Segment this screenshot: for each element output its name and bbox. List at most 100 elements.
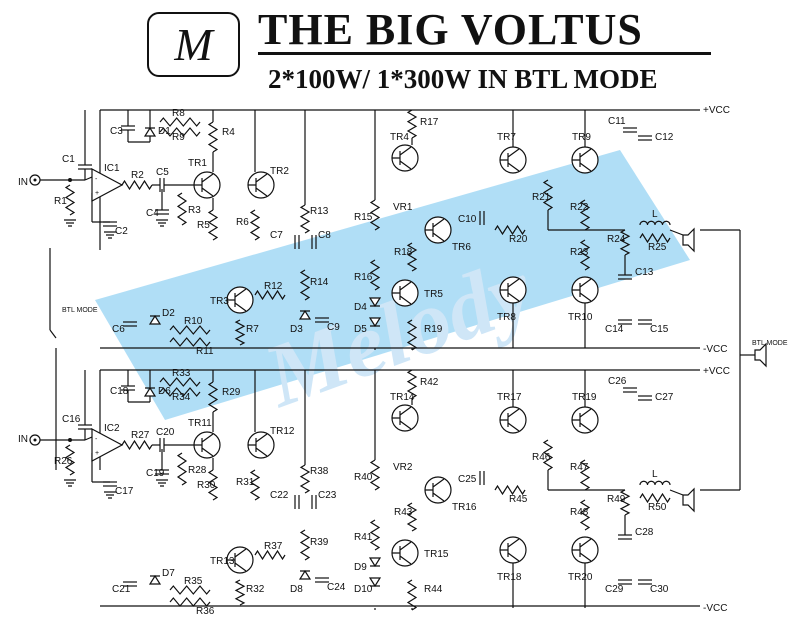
transistor-label: TR1	[188, 158, 207, 169]
transistor-leads	[500, 278, 520, 302]
resistor-label: R12	[264, 281, 283, 292]
resistor-label: R19	[424, 324, 443, 335]
resistor-label: R44	[424, 584, 443, 595]
resistor-label: R38	[310, 466, 329, 477]
resistor-symbol	[254, 289, 286, 301]
opamp-label: IC1	[104, 163, 120, 174]
resistor-label: R26	[54, 456, 73, 467]
schematic-wires	[40, 109, 755, 610]
transistor-label: TR19	[572, 392, 597, 403]
opamp-symbol	[91, 428, 124, 462]
ground-symbol	[64, 219, 76, 227]
inductor-symbol	[639, 480, 671, 486]
diode-label: D2	[162, 308, 175, 319]
potentiometer-label: VR1	[393, 202, 413, 213]
resistor-symbol	[369, 259, 381, 291]
transistor-leads	[425, 218, 445, 242]
transistor-leads	[500, 538, 520, 562]
resistor-label: R27	[131, 430, 150, 441]
watermark-band	[95, 150, 690, 420]
transistor-label: TR16	[452, 502, 477, 513]
capacitor-label: C16	[62, 414, 81, 425]
resistor-symbol	[234, 319, 246, 346]
resistor-label: R14	[310, 277, 329, 288]
input-jack-pin	[33, 178, 37, 182]
potentiometer-label: VR2	[393, 462, 413, 473]
wire	[84, 436, 93, 441]
resistor-label: R35	[184, 576, 203, 587]
resistor-symbol	[299, 204, 311, 234]
resistor-label: R15	[354, 212, 373, 223]
transistor-leads	[392, 281, 412, 305]
diode-symbol	[368, 297, 382, 308]
resistor-symbol	[121, 439, 153, 451]
btl-switch-label: BTL MODE	[62, 307, 98, 314]
resistor-label: R32	[246, 584, 265, 595]
transistor-label: TR15	[424, 549, 449, 560]
capacitor-label: C9	[327, 322, 340, 333]
diode-symbol	[148, 314, 162, 325]
capacitor-label: C19	[146, 468, 165, 479]
diode-symbol	[368, 557, 382, 568]
transistor-label: TR9	[572, 132, 591, 143]
diode-label: D5	[354, 324, 367, 335]
logo-letter: M	[174, 19, 213, 70]
transistor-label: TR20	[568, 572, 593, 583]
resistor-label: R45	[509, 494, 528, 505]
rail-label-vcc-top: +VCC	[703, 105, 730, 116]
page-title: THE BIG VOLTUS	[258, 5, 643, 54]
capacitor-label: C18	[110, 386, 129, 397]
resistor-symbol	[254, 549, 286, 561]
resistor-symbol	[579, 499, 591, 531]
capacitor-label: C11	[608, 116, 626, 127]
diode-symbol	[298, 569, 312, 580]
transistor-leads	[248, 433, 268, 457]
capacitor-label: C27	[655, 392, 674, 403]
resistor-symbol	[639, 492, 671, 504]
capacitor-label: C30	[650, 584, 669, 595]
resistor-label: R42	[420, 377, 439, 388]
resistor-symbol	[169, 597, 211, 607]
resistor-label: R8	[172, 108, 185, 119]
capacitor-label: C23	[318, 490, 337, 501]
transistor-leads	[194, 433, 214, 457]
opamp-plus: +	[95, 190, 99, 197]
resistor-symbol	[494, 484, 526, 496]
resistor-symbol	[169, 585, 211, 595]
resistor-symbol	[159, 127, 201, 137]
inductor-label: L	[652, 469, 658, 480]
resistor-label: R9	[172, 132, 185, 143]
resistor-symbol	[176, 452, 188, 486]
resistor-symbol	[207, 209, 219, 241]
schematic-parts	[29, 109, 767, 611]
resistor-label: R13	[310, 206, 329, 217]
resistor-symbol	[494, 224, 526, 236]
resistor-symbol	[369, 459, 381, 491]
diode-symbol	[368, 577, 382, 588]
transistor-leads	[194, 173, 214, 197]
capacitor-label: C10	[458, 214, 477, 225]
capacitor-label: C24	[327, 582, 346, 593]
diode-symbol	[148, 574, 162, 585]
page-subtitle: 2*100W/ 1*300W IN BTL MODE	[268, 64, 658, 94]
resistor-label: R24	[607, 234, 626, 245]
capacitor-label: C7	[270, 230, 283, 241]
ground-symbol	[104, 231, 116, 239]
resistor-label: R4	[222, 127, 235, 138]
resistor-label: R7	[246, 324, 259, 335]
capacitor-label: C26	[608, 376, 627, 387]
input-label-1: IN	[18, 177, 28, 188]
resistor-symbol	[249, 209, 261, 241]
transistor-label: TR13	[210, 556, 235, 567]
diode-symbol	[143, 386, 157, 397]
resistor-label: R36	[196, 606, 215, 617]
resistor-label: R39	[310, 537, 329, 548]
resistor-symbol	[406, 242, 418, 272]
resistor-label: R50	[648, 502, 667, 513]
resistor-symbol	[579, 199, 591, 231]
inductor-symbol	[639, 220, 671, 226]
resistor-symbol	[234, 579, 246, 606]
resistor-label: R2	[131, 170, 144, 181]
capacitor-label: C8	[318, 230, 331, 241]
resistor-symbol	[169, 337, 211, 347]
